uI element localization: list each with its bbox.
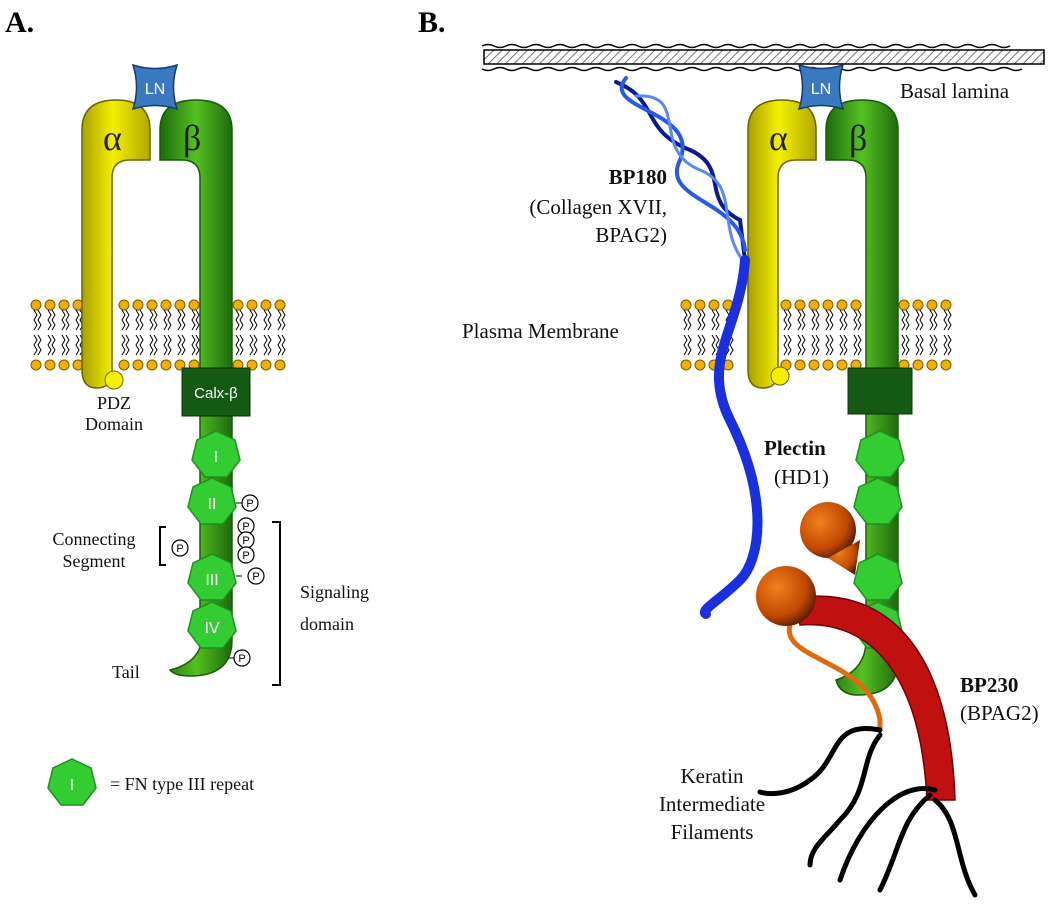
ligand-ln-b xyxy=(797,63,845,111)
basal-lamina-label: Basal lamina xyxy=(900,79,1010,103)
panel-b-label: B. xyxy=(418,6,446,39)
ligand-ln-label-b: LN xyxy=(811,81,831,98)
beta-subunit-a xyxy=(159,99,233,677)
keratin-label-line1: Keratin xyxy=(681,764,744,788)
legend-fn-repeat-symbol-label: I xyxy=(70,777,74,794)
connecting-segment-label-line2: Segment xyxy=(63,551,126,571)
calx-beta-box-a xyxy=(181,367,251,417)
keratin-label-line2: Intermediate xyxy=(659,792,765,816)
ligand-ln-label-a: LN xyxy=(145,81,165,98)
signaling-domain-bracket xyxy=(272,521,281,686)
bp230-subtitle: (BPAG2) xyxy=(960,701,1039,725)
connecting-segment-bracket xyxy=(159,526,166,566)
pdz-label-line1: PDZ xyxy=(97,393,131,413)
phospho-label: P xyxy=(176,543,183,555)
basal-lamina xyxy=(481,43,1045,72)
phospho-label: P xyxy=(238,653,245,665)
keratin-filaments xyxy=(757,726,978,898)
bp180-transmembrane-chain xyxy=(699,255,763,619)
pdz-label-line2: Domain xyxy=(85,414,143,434)
plectin-subtitle: (HD1) xyxy=(774,465,829,489)
fn-repeat-4-label: IV xyxy=(204,620,219,637)
beta-subunit-b xyxy=(825,99,899,696)
plasma-membrane-a xyxy=(30,299,286,371)
phospho-label: P xyxy=(242,521,249,533)
plectin-protein xyxy=(756,502,860,626)
phospho-label: P xyxy=(242,535,249,547)
calx-beta-label-a: Calx-β xyxy=(194,385,238,402)
pdz-domain-dot-a xyxy=(104,370,124,390)
bp230-title: BP230 xyxy=(960,673,1018,697)
alpha-subunit-a xyxy=(81,99,151,389)
bp180-subtitle-line2: BPAG2) xyxy=(595,223,667,247)
signaling-domain-label-line1: Signaling xyxy=(300,582,369,602)
beta-label-a: β xyxy=(183,118,201,158)
signaling-domain-label-line2: domain xyxy=(300,614,354,634)
legend-fn-repeat-text: = FN type III repeat xyxy=(110,774,254,794)
bp230-body xyxy=(794,595,956,801)
keratin-label-line3: Filaments xyxy=(671,820,754,844)
phospho-label: P xyxy=(246,498,253,510)
connecting-segment-label-line1: Connecting xyxy=(53,529,136,549)
phospho-label: P xyxy=(252,571,259,583)
alpha-label-b: α xyxy=(769,118,788,158)
bp180-title: BP180 xyxy=(609,165,667,189)
alpha-label-a: α xyxy=(103,118,122,158)
calx-beta-box-b xyxy=(847,367,913,415)
plasma-membrane-label: Plasma Membrane xyxy=(462,319,619,343)
pdz-domain-dot-b xyxy=(770,366,790,386)
alpha-subunit-b xyxy=(747,99,817,389)
bp180-subtitle-line1: (Collagen XVII, xyxy=(529,195,667,219)
fn-repeat-3-label: III xyxy=(205,572,218,589)
fn-repeat-2-label: II xyxy=(208,496,217,513)
tail-label: Tail xyxy=(112,662,140,682)
fn-repeat-1-label: I xyxy=(214,449,218,466)
plectin-title: Plectin xyxy=(764,436,826,460)
ligand-ln-a xyxy=(131,63,179,111)
plectin-orange-linker xyxy=(786,624,883,730)
beta-label-b: β xyxy=(849,118,867,158)
phospho-label: P xyxy=(242,550,249,562)
panel-a-label: A. xyxy=(5,6,34,39)
bp180-collagen-helix xyxy=(614,76,747,264)
